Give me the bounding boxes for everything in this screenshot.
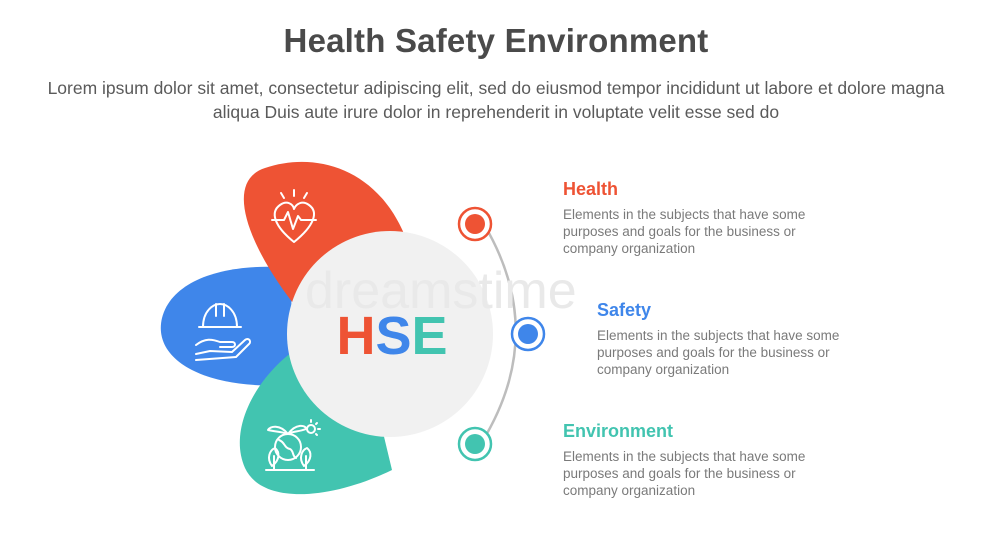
- item-safety-title: Safety: [597, 300, 652, 320]
- environment-node: [457, 426, 493, 462]
- page-title: Health Safety Environment: [283, 22, 709, 59]
- page-subtitle: Lorem ipsum dolor sit amet, consectetur …: [47, 78, 945, 122]
- item-health-description: Elements in the subjects that have some …: [563, 207, 806, 256]
- watermark: dreamstime: [305, 262, 577, 320]
- item-environment-title: Environment: [563, 421, 674, 441]
- item-safety: Safety Elements in the subjects that hav…: [597, 300, 887, 378]
- item-safety-description: Elements in the subjects that have some …: [597, 328, 840, 377]
- center-circle: [287, 231, 493, 437]
- health-node: [457, 206, 493, 242]
- item-environment-description: Elements in the subjects that have some …: [563, 449, 806, 498]
- hse-letter-s: S: [375, 306, 411, 366]
- hse-letter-h: H: [336, 306, 375, 366]
- hse-letter-e: E: [412, 306, 448, 366]
- eco-earth-icon: [265, 419, 321, 471]
- heart-pulse-icon: [271, 189, 317, 243]
- item-health: Health Elements in the subjects that hav…: [563, 179, 853, 257]
- health-petal: [243, 161, 410, 312]
- hard-hat-hand-icon: [195, 303, 252, 361]
- safety-node: [510, 316, 546, 352]
- hse-logo-text: HSE: [336, 306, 447, 366]
- item-health-title: Health: [563, 179, 619, 199]
- item-environment: Environment Elements in the subjects tha…: [563, 421, 853, 499]
